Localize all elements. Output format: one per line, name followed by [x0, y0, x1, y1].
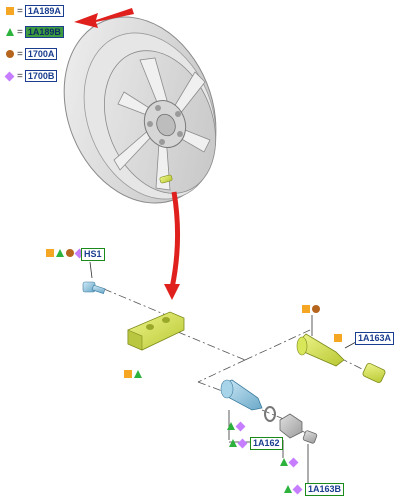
- pointer-arrow-icon: [74, 8, 134, 28]
- valve-nut-icon: [279, 413, 303, 439]
- triangle-symbol-icon: [284, 485, 292, 493]
- callout-1a162: 1A162: [250, 437, 283, 450]
- hs1-bolt-icon: [82, 281, 106, 294]
- sensor-symbol-group: [124, 370, 142, 378]
- diamond-symbol-icon: [235, 421, 246, 431]
- diamond-symbol-icon: [288, 457, 299, 467]
- hs1-symbol-group: [46, 248, 85, 258]
- equals-sign: =: [17, 48, 23, 60]
- washer-ring-icon: [264, 406, 276, 422]
- wheel-rim-icon: [63, 16, 217, 204]
- leader-lines: [103, 288, 369, 439]
- triangle-symbol-icon: [280, 458, 288, 466]
- circle-symbol-icon: [312, 305, 320, 313]
- equals-sign: =: [17, 5, 23, 17]
- legend-code-1700b: 1700B: [24, 70, 58, 82]
- square-symbol-icon: [334, 334, 342, 342]
- nut-symbol-group: [280, 457, 299, 467]
- legend-code-1a189b: 1A189B: [24, 26, 64, 38]
- valve-top-symbol-group: [302, 305, 320, 313]
- a162-symbol-group: [229, 438, 248, 448]
- triangle-symbol-icon: [134, 370, 142, 378]
- equals-sign: =: [17, 26, 23, 38]
- triangle-symbol-icon: [56, 249, 64, 257]
- valve-stem-1a162-icon: [220, 379, 263, 411]
- circle-symbol-icon: [66, 249, 74, 257]
- callout-hs1: HS1: [81, 248, 105, 261]
- legend-row-square: = 1A189A: [6, 5, 64, 17]
- triangle-symbol-icon: [227, 422, 235, 430]
- legend-row-circle: = 1700A: [6, 48, 58, 60]
- a163a-symbol-group: [334, 334, 342, 342]
- triangle-symbol-icon: [6, 28, 14, 36]
- square-symbol-icon: [46, 249, 54, 257]
- legend-code-1700a: 1700A: [24, 48, 58, 60]
- triangle-symbol-icon: [229, 439, 237, 447]
- a163b-symbol-group: [284, 484, 303, 494]
- callout-1a163b: 1A163B: [305, 483, 345, 496]
- a162-upper-symbol-group: [227, 421, 246, 431]
- valve-cap-icon: [362, 363, 386, 383]
- circle-symbol-icon: [6, 50, 14, 58]
- curved-arrow-icon: [169, 191, 181, 289]
- callout-1a163a: 1A163A: [355, 332, 395, 345]
- legend-code-1a189a: 1A189A: [24, 5, 64, 17]
- square-symbol-icon: [302, 305, 310, 313]
- legend-row-triangle: = 1A189B: [6, 26, 64, 38]
- legend-row-diamond: = 1700B: [4, 70, 58, 82]
- diamond-symbol-icon: [292, 484, 303, 494]
- diamond-symbol-icon: [237, 438, 248, 448]
- equals-sign: =: [17, 70, 23, 82]
- tpms-sensor-icon: [127, 311, 185, 351]
- square-symbol-icon: [124, 370, 132, 378]
- square-symbol-icon: [6, 7, 14, 15]
- valve-stem-1a163a-icon: [296, 333, 345, 367]
- valve-cap-1a163b-icon: [302, 430, 318, 444]
